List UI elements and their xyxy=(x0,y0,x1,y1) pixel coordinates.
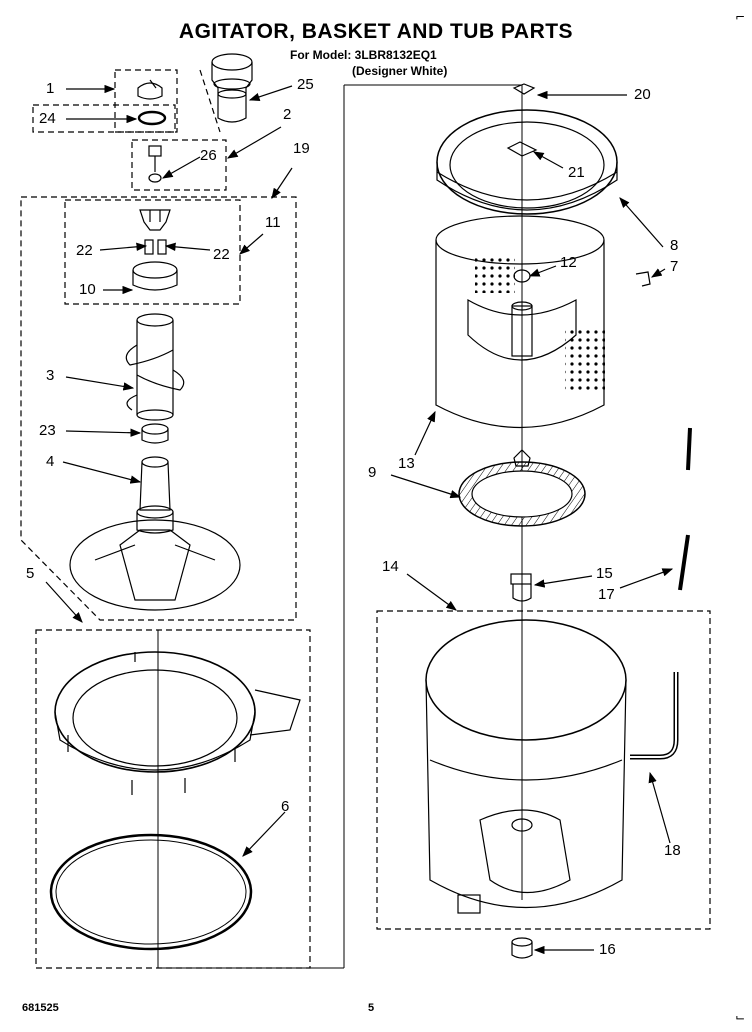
callout-14: 14 xyxy=(382,558,399,575)
callout-5: 5 xyxy=(26,565,35,582)
color-line: (Designer White) xyxy=(352,64,448,78)
callout-16: 16 xyxy=(599,941,616,958)
callout-4: 4 xyxy=(46,453,55,470)
box-part-19 xyxy=(20,196,297,621)
part-21-bracket xyxy=(506,141,538,157)
part-11-cam xyxy=(132,209,178,291)
callout-23: 23 xyxy=(39,422,56,439)
callout-10: 10 xyxy=(79,281,96,298)
callout-7: 7 xyxy=(670,258,679,275)
registration-mark-top-right: ⌐ xyxy=(735,10,746,24)
callout-21: 21 xyxy=(568,164,585,181)
callout-17: 17 xyxy=(598,586,615,603)
part-25-dispenser xyxy=(211,53,253,123)
box-part-24 xyxy=(32,104,176,133)
callout-11: 11 xyxy=(265,214,281,231)
callout-8: 8 xyxy=(670,237,679,254)
part-9-gear-ring xyxy=(458,449,586,527)
part-15-bushing xyxy=(510,573,532,602)
callout-26: 26 xyxy=(200,147,217,164)
part-23-ring xyxy=(141,423,169,444)
box-part-14 xyxy=(376,610,711,930)
part-16-nut xyxy=(511,937,533,959)
callout-3: 3 xyxy=(46,367,55,384)
part-20-clip xyxy=(512,83,536,95)
box-part-1 xyxy=(114,69,178,133)
diagram-title: AGITATOR, BASKET AND TUB PARTS xyxy=(178,20,574,43)
callout-6: 6 xyxy=(281,798,290,815)
callout-9: 9 xyxy=(368,464,377,481)
part-26-bolt xyxy=(148,145,162,183)
part-1-cap xyxy=(137,79,163,100)
part-6-seal xyxy=(49,833,253,951)
part-4-agitator-base xyxy=(69,456,241,611)
callout-1: 1 xyxy=(46,80,55,97)
callout-24: 24 xyxy=(39,110,56,127)
callout-19: 19 xyxy=(293,140,310,157)
page-number: 5 xyxy=(368,1002,375,1014)
model-line: For Model: 3LBR8132EQ1 xyxy=(290,48,437,62)
part-14-outer-tub xyxy=(425,619,627,914)
diagram-code: 681525 xyxy=(22,1002,59,1014)
part-13-basket xyxy=(435,215,605,429)
callout-18: 18 xyxy=(664,842,681,859)
callout-25: 25 xyxy=(297,76,314,93)
callout-2: 2 xyxy=(283,106,292,123)
part-24-oring xyxy=(137,110,167,126)
box-link-25 xyxy=(199,69,221,133)
callout-22-left: 22 xyxy=(76,242,93,259)
part-17-hose-top xyxy=(686,427,692,471)
part-17-hose-bottom xyxy=(678,534,690,591)
box-part-11 xyxy=(64,199,241,305)
callout-20: 20 xyxy=(634,86,651,103)
callout-15: 15 xyxy=(596,565,613,582)
part-18-hose xyxy=(630,672,679,760)
box-part-5 xyxy=(35,629,311,969)
part-3-auger xyxy=(125,313,185,421)
callout-13: 13 xyxy=(398,455,415,472)
group-boxes xyxy=(20,69,711,969)
callout-22-right: 22 xyxy=(213,246,230,263)
callout-leaders xyxy=(45,84,674,955)
part-8-balance-ring xyxy=(436,109,618,215)
callout-12: 12 xyxy=(560,254,577,271)
box-part-26 xyxy=(131,139,227,191)
part-5-tub-ring xyxy=(54,651,301,795)
registration-mark-bottom-right: ⌙ xyxy=(735,1010,746,1024)
part-7-clip xyxy=(635,271,651,287)
